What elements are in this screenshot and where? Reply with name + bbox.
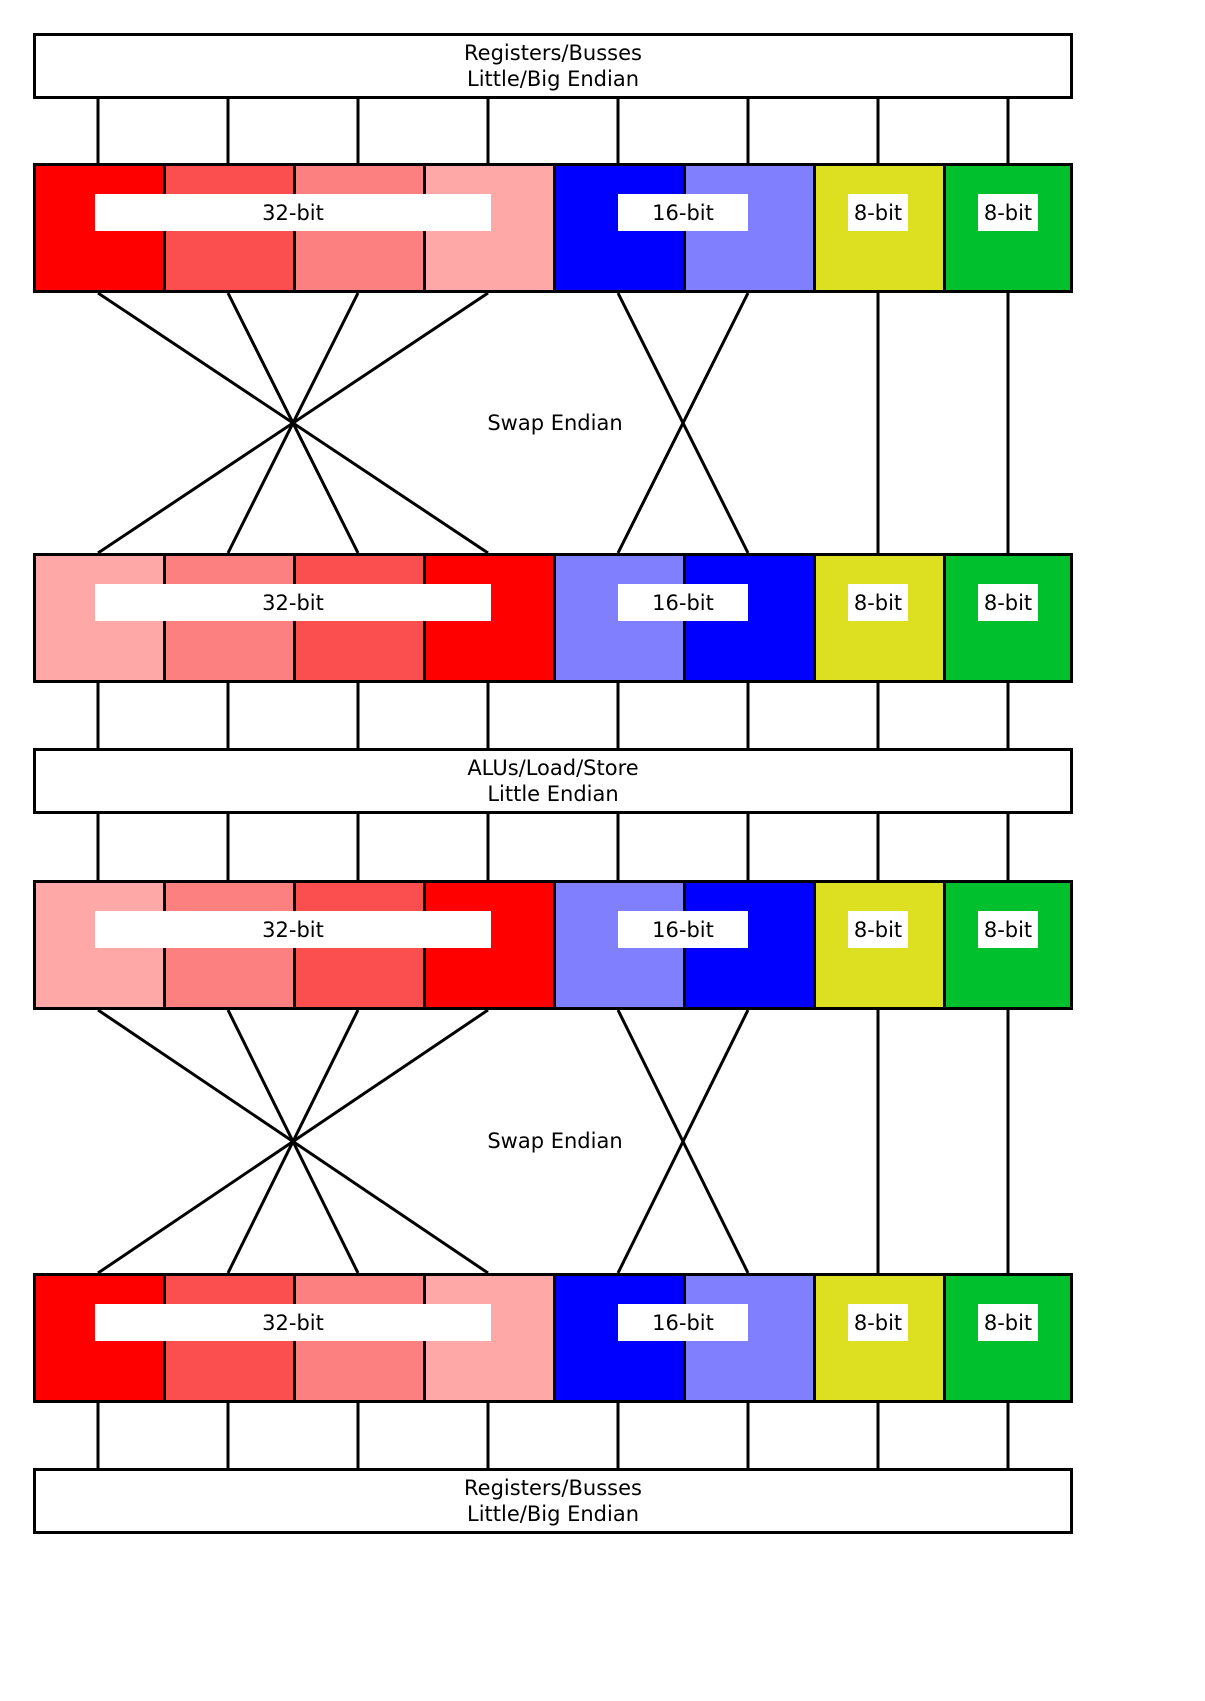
bit-group-label-8: 8-bit bbox=[978, 194, 1038, 231]
bit-group-label-8: 8-bit bbox=[848, 1304, 908, 1341]
byte-segment-green_byte bbox=[943, 163, 1073, 293]
byte-swap-line bbox=[616, 292, 750, 554]
bit-group-label-32: 32-bit bbox=[95, 584, 491, 621]
bit-group-label-16: 16-bit bbox=[618, 194, 748, 231]
alus-load-store-box: ALUs/Load/Store Little Endian bbox=[33, 748, 1073, 814]
byte-segment-red_byte0 bbox=[33, 1273, 163, 1403]
registers-busses-top-box: Registers/Busses Little/Big Endian bbox=[33, 33, 1073, 99]
bit-group-label-8: 8-bit bbox=[978, 1304, 1038, 1341]
bit-group-label-32: 32-bit bbox=[95, 911, 491, 948]
byte-segment-green_byte bbox=[943, 553, 1073, 683]
bit-group-label-16: 16-bit bbox=[618, 1304, 748, 1341]
box-title-line2: Little Endian bbox=[487, 782, 619, 806]
box-title-line1: Registers/Busses bbox=[464, 1476, 642, 1500]
byte-swap-line bbox=[616, 1009, 750, 1274]
bit-group-label-8: 8-bit bbox=[978, 584, 1038, 621]
box-title-line1: ALUs/Load/Store bbox=[467, 756, 639, 780]
byte-row-1: 32-bit 16-bit 8-bit 8-bit bbox=[33, 163, 1073, 293]
bit-group-label-8: 8-bit bbox=[848, 194, 908, 231]
byte-row-3: 32-bit 16-bit 8-bit 8-bit bbox=[33, 880, 1073, 1010]
box-title-line2: Little/Big Endian bbox=[467, 67, 639, 91]
registers-busses-bottom-box: Registers/Busses Little/Big Endian bbox=[33, 1468, 1073, 1534]
byte-swap-line bbox=[97, 291, 489, 555]
bit-group-label-16: 16-bit bbox=[618, 584, 748, 621]
swap-endian-label-1: Swap Endian bbox=[487, 411, 623, 435]
box-title-line2: Little/Big Endian bbox=[467, 1502, 639, 1526]
bit-group-label-32: 32-bit bbox=[95, 194, 491, 231]
swap-endian-label-2: Swap Endian bbox=[487, 1129, 623, 1153]
box-title-line1: Registers/Busses bbox=[464, 41, 642, 65]
byte-row-4: 32-bit 16-bit 8-bit 8-bit bbox=[33, 1273, 1073, 1403]
bit-group-label-8: 8-bit bbox=[848, 911, 908, 948]
byte-swap-line bbox=[97, 1008, 489, 1275]
bit-group-label-8: 8-bit bbox=[848, 584, 908, 621]
bit-group-label-16: 16-bit bbox=[618, 911, 748, 948]
byte-segment-yellow_byte bbox=[813, 880, 943, 1010]
bit-group-label-8: 8-bit bbox=[978, 911, 1038, 948]
byte-row-2: 32-bit 16-bit 8-bit 8-bit bbox=[33, 553, 1073, 683]
bit-group-label-32: 32-bit bbox=[95, 1304, 491, 1341]
